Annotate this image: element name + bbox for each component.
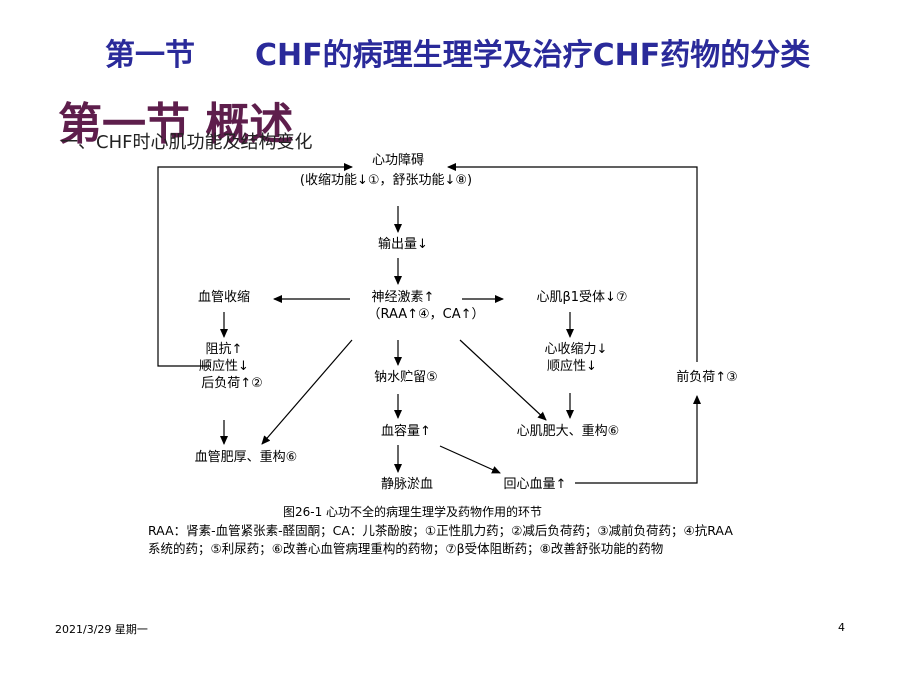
footer-date: 2021/3/29 星期一 [55, 623, 148, 636]
slide-title: 第一节 CHF的病理生理学及治疗CHF药物的分类 [105, 38, 811, 73]
section-heading: 第一节 概述 [58, 99, 294, 150]
node-neurohormone: 神经激素↑ [371, 290, 435, 305]
node-beta-receptor: 心肌β1受体↓⑦ [536, 290, 628, 305]
figure-legend: RAA：肾素-血管紧张素-醛固酮；CA：儿茶酚胺；①正性肌力药；②减后负荷药；③… [148, 523, 733, 556]
node-cardiac-dysfunction: 心功障碍 [371, 153, 425, 168]
node-resistance: 阻抗↑ [205, 342, 243, 357]
node-preload: 前负荷↑③ [676, 370, 738, 385]
node-blood-volume: 血容量↑ [381, 424, 431, 439]
node-cardiac-dysfunction-detail: (收缩功能↓①，舒张功能↓⑧) [299, 173, 473, 188]
arrow-neurohormone-to-vascular-hypertrophy [261, 339, 353, 445]
node-neurohormone-detail: （RAA↑④，CA↑） [367, 307, 485, 322]
node-cardiac-output: 输出量↓ [378, 237, 428, 252]
arrow-neurohormone-to-hypertrophy [459, 339, 547, 421]
node-sodium-water: 钠水贮留⑤ [374, 370, 438, 385]
arrow-volume-to-return [439, 445, 501, 474]
arrow-afterload-to-dysfunction [157, 163, 353, 367]
arrow-preload-to-dysfunction [447, 163, 698, 362]
node-compliance-heart: 顺应性↓ [547, 359, 597, 374]
node-hypertrophy: 心肌肥大、重构⑥ [516, 424, 620, 439]
page-number: 4 [838, 621, 845, 634]
arrow-return-to-preload [575, 395, 701, 484]
node-afterload: 后负荷↑② [201, 376, 263, 391]
node-vascular-hypertrophy: 血管肥厚、重构⑥ [194, 450, 298, 465]
node-venous-congestion: 静脉淤血 [380, 477, 434, 492]
figure-caption: 图26-1 心功不全的病理生理学及药物作用的环节 [283, 505, 543, 519]
node-venous-return: 回心血量↑ [503, 477, 567, 492]
node-compliance-vessel: 顺应性↓ [199, 359, 249, 374]
node-vasoconstriction: 血管收缩 [197, 290, 251, 305]
node-contractility: 心收缩力↓ [544, 342, 608, 357]
subheading: 一、CHF时心肌功能及结构变化 [60, 132, 313, 153]
